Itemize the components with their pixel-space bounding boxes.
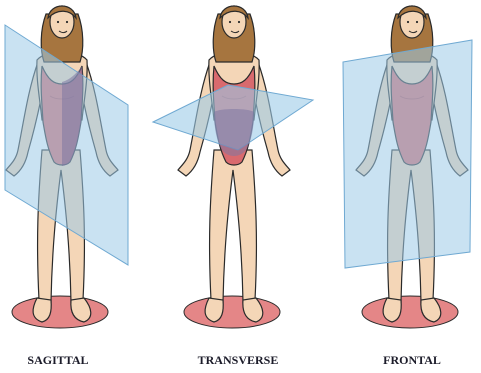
transverse-overlap-shade bbox=[214, 109, 254, 156]
frontal-floor-disc bbox=[362, 296, 458, 328]
frontal-panel: FRONTAL bbox=[343, 6, 472, 367]
transverse-floor-disc bbox=[184, 296, 280, 328]
transverse-figure bbox=[178, 6, 290, 322]
sagittal-floor-disc bbox=[12, 296, 108, 328]
sagittal-panel: SAGITTAL bbox=[5, 6, 128, 367]
frontal-label: FRONTAL bbox=[383, 353, 441, 367]
frontal-plane bbox=[343, 40, 472, 268]
transverse-panel: TRANSVERSE bbox=[153, 6, 313, 367]
transverse-label: TRANSVERSE bbox=[198, 353, 279, 367]
sagittal-label: SAGITTAL bbox=[27, 353, 88, 367]
